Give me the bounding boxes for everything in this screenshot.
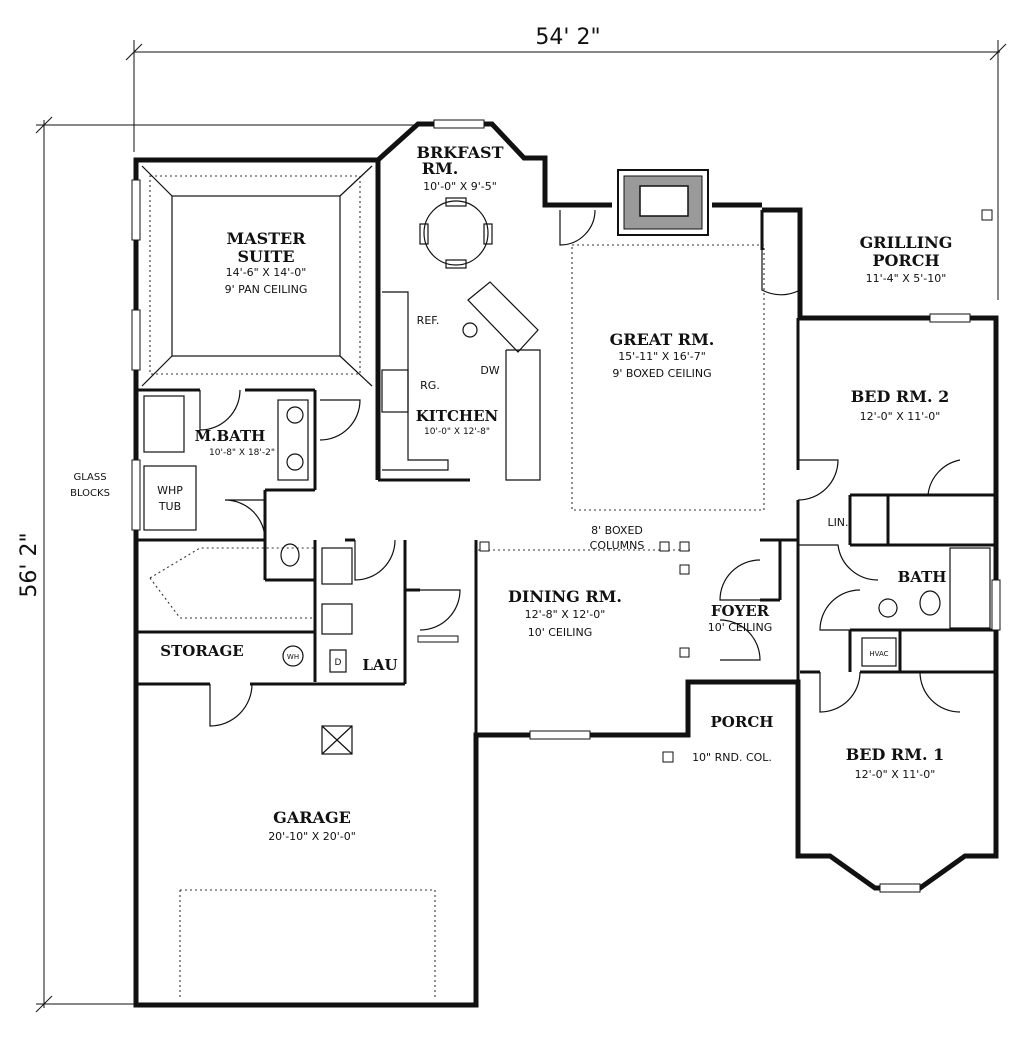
d-label: D <box>335 658 342 668</box>
notes: GLASS BLOCKS 8' BOXED COLUMNS 10" RND. C… <box>70 314 889 764</box>
bed2-size: 12'-0" X 11'-0" <box>860 410 941 423</box>
bath-name: BATH <box>898 568 947 586</box>
doors <box>199 209 961 727</box>
wh-label: WH <box>287 653 299 661</box>
porch-name: PORCH <box>711 713 774 731</box>
storage-name: STORAGE <box>160 642 243 660</box>
windows <box>131 119 1001 893</box>
glass-blocks-2: BLOCKS <box>70 488 110 499</box>
fireplace <box>617 169 709 236</box>
dimension-width: 54' 2" <box>125 25 1007 300</box>
bed1-size: 12'-0" X 11'-0" <box>855 768 936 781</box>
kitchen-size: 10'-0" X 12'-8" <box>424 427 490 437</box>
boxed-columns-1: 8' BOXED <box>591 524 643 537</box>
whp-label-2: TUB <box>158 500 181 513</box>
garage-size: 20'-10" X 20'-0" <box>268 830 356 843</box>
fixtures <box>143 197 991 755</box>
interior-walls <box>136 210 996 735</box>
dining-name: DINING RM. <box>508 587 622 606</box>
depth-label: 56' 2" <box>17 532 42 597</box>
room-labels: MASTER SUITE 14'-6" X 14'-0" 9' PAN CEIL… <box>160 143 952 843</box>
lau-name: LAU <box>362 656 397 674</box>
brkfast-name-1: BRKFAST <box>416 143 503 162</box>
hvac-label: HVAC <box>869 650 888 658</box>
bed2-name: BED RM. 2 <box>851 387 949 406</box>
master-name-1: MASTER <box>226 229 306 248</box>
grilling-name-1: GRILLING <box>860 233 953 252</box>
glass-blocks-1: GLASS <box>73 472 106 483</box>
foyer-note: 10' CEILING <box>708 621 773 634</box>
whp-label-1: WHP <box>157 484 183 497</box>
master-note: 9' PAN CEILING <box>225 283 308 296</box>
brkfast-size: 10'-0" X 9'-5" <box>423 180 497 193</box>
master-size: 14'-6" X 14'-0" <box>226 266 307 279</box>
grilling-name-2: PORCH <box>872 251 939 270</box>
dw-label: DW <box>480 364 499 377</box>
round-col-note: 10" RND. COL. <box>692 751 772 764</box>
ceiling-outlines <box>141 165 765 1000</box>
columns <box>479 209 993 763</box>
dining-size: 12'-8" X 12'-0" <box>525 608 606 621</box>
great-name: GREAT RM. <box>610 330 715 349</box>
boxed-columns-2: COLUMNS <box>590 539 645 552</box>
mbath-name: M.BATH <box>195 427 266 445</box>
master-name-2: SUITE <box>237 247 294 266</box>
mbath-size: 10'-8" X 18'-2" <box>209 448 275 458</box>
great-note: 9' BOXED CEILING <box>612 367 711 380</box>
bed1-name: BED RM. 1 <box>846 745 944 764</box>
rg-label: RG. <box>420 379 440 392</box>
foyer-name: FOYER <box>711 602 770 620</box>
grilling-size: 11'-4" X 5'-10" <box>866 272 947 285</box>
lin-name: LIN. <box>827 516 848 529</box>
brkfast-name-2: RM. <box>422 159 459 178</box>
great-size: 15'-11" X 16'-7" <box>618 350 706 363</box>
garage-name: GARAGE <box>273 808 351 827</box>
ref-label: REF. <box>417 314 440 327</box>
kitchen-name: KITCHEN <box>416 407 499 425</box>
dimension-depth: 56' 2" <box>17 116 420 1013</box>
dining-note: 10' CEILING <box>528 626 593 639</box>
width-label: 54' 2" <box>535 25 600 50</box>
